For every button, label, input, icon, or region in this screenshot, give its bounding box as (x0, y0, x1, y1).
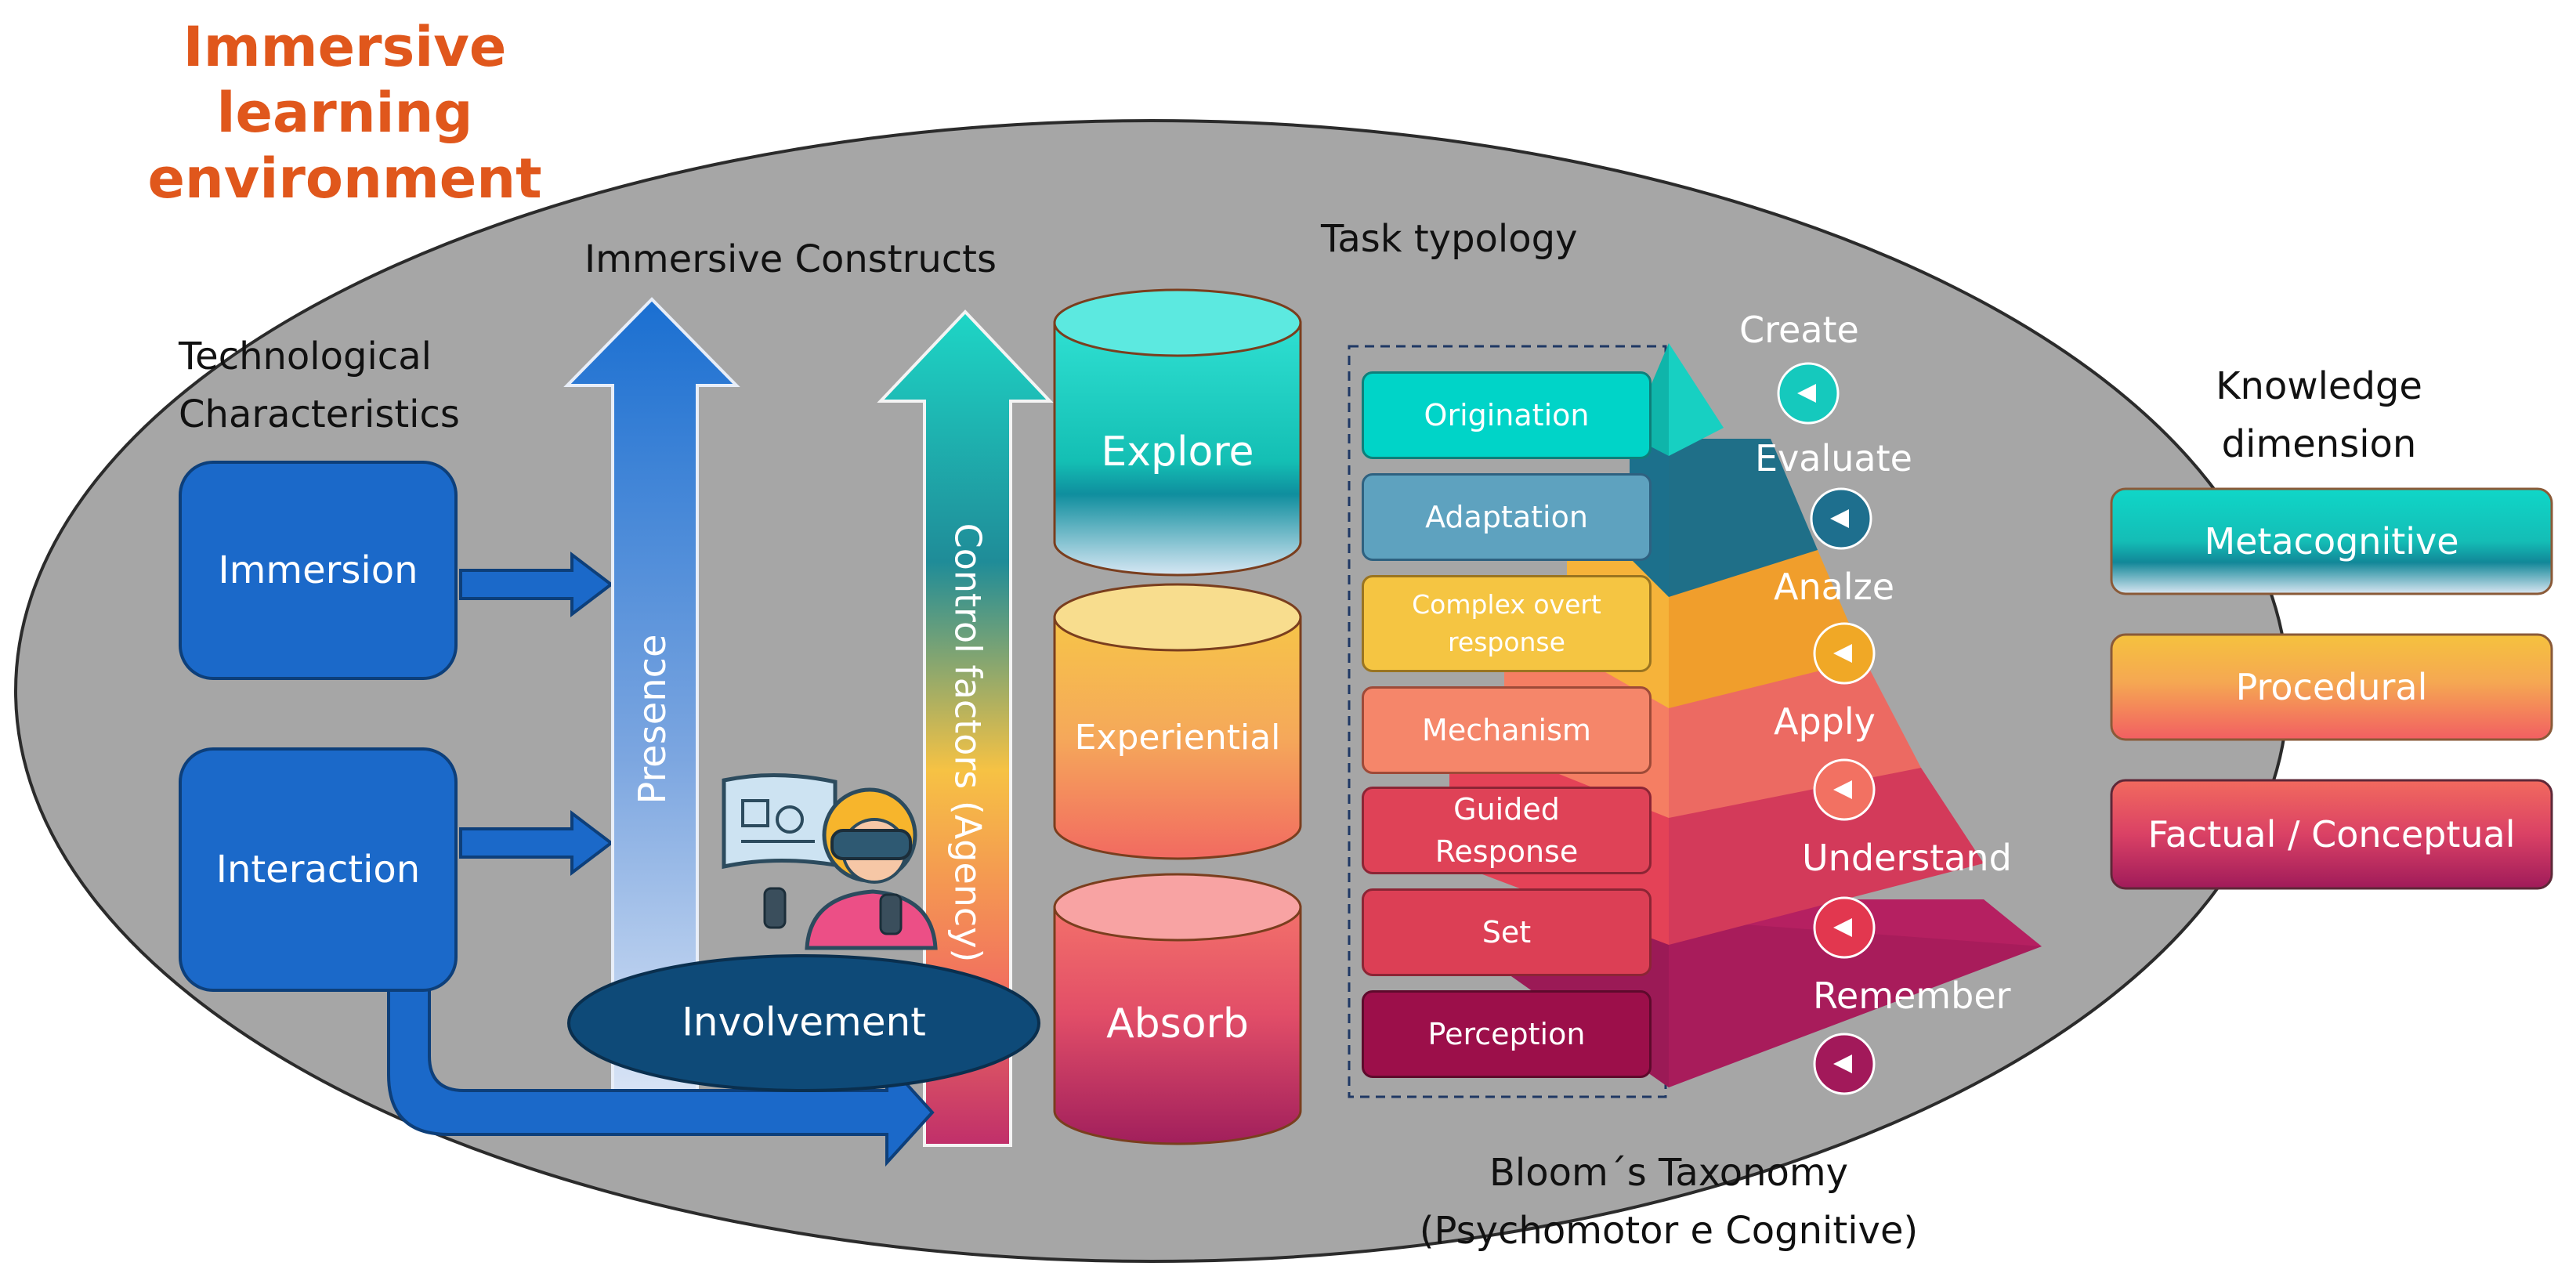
bloom-taxonomy-heading: Bloom´s Taxonomy (1489, 1151, 1849, 1195)
interaction-box: Interaction (179, 747, 458, 992)
agency-label: Control factors (Agency) (947, 523, 990, 963)
bloom-label-evaluate: Evaluate (1755, 437, 1912, 479)
task-perception: Perception (1362, 990, 1652, 1078)
cylinder-absorb (1053, 873, 1302, 1145)
cylinder-label-absorb: Absorb (1106, 1000, 1249, 1047)
task-typology-heading: Task typology (1321, 217, 1578, 261)
bloom-label-apply: Apply (1774, 700, 1876, 743)
page-title: Immersive learning environment (147, 15, 542, 211)
task-complex-overt-response: Complex overt response (1362, 575, 1652, 672)
knowledge-procedural: Procedural (2235, 666, 2428, 708)
vr-user-icon (722, 772, 938, 950)
task-set: Set (1362, 888, 1652, 976)
interaction-to-agency-arrow (387, 987, 935, 1167)
knowledge-box-factual-bg (2110, 779, 2553, 890)
task-adaptation: Adaptation (1362, 473, 1652, 561)
knowledge-metacognitive: Metacognitive (2204, 520, 2459, 563)
cylinder-explore (1053, 288, 1302, 577)
cylinder-label-experiential: Experiential (1075, 718, 1281, 758)
interaction-arrow (459, 809, 614, 877)
knowledge-dimension-heading: Knowledge dimension (2216, 364, 2422, 466)
immersion-arrow (459, 551, 614, 618)
presence-label: Presence (631, 634, 675, 804)
involvement-ellipse (567, 954, 1040, 1092)
bloom-label-remember: Remember (1813, 975, 2011, 1017)
bloom-dots (1777, 362, 1876, 1095)
involvement-label: Involvement (682, 1000, 926, 1045)
immersion-box: Immersion (179, 461, 458, 680)
technological-characteristics-heading: Technological Characteristics (179, 335, 460, 436)
knowledge-box-procedural-bg (2110, 633, 2553, 741)
knowledge-box-metacognitive-bg (2110, 487, 2553, 595)
knowledge-factual-conceptual: Factual / Conceptual (2147, 813, 2516, 856)
task-guided-response: Guided Response (1362, 787, 1652, 874)
cylinder-experiential (1053, 583, 1302, 860)
bloom-label-understand: Understand (1802, 837, 2012, 879)
bloom-label-analyze: Analze (1774, 566, 1895, 608)
bloom-taxonomy-subheading: (Psychomotor e Cognitive) (1419, 1209, 1919, 1253)
cylinder-label-explore: Explore (1101, 429, 1254, 476)
bloom-label-create: Create (1739, 309, 1859, 351)
immersive-constructs-heading: Immersive Constructs (584, 237, 997, 281)
task-origination: Origination (1362, 371, 1652, 459)
task-mechanism: Mechanism (1362, 686, 1652, 774)
